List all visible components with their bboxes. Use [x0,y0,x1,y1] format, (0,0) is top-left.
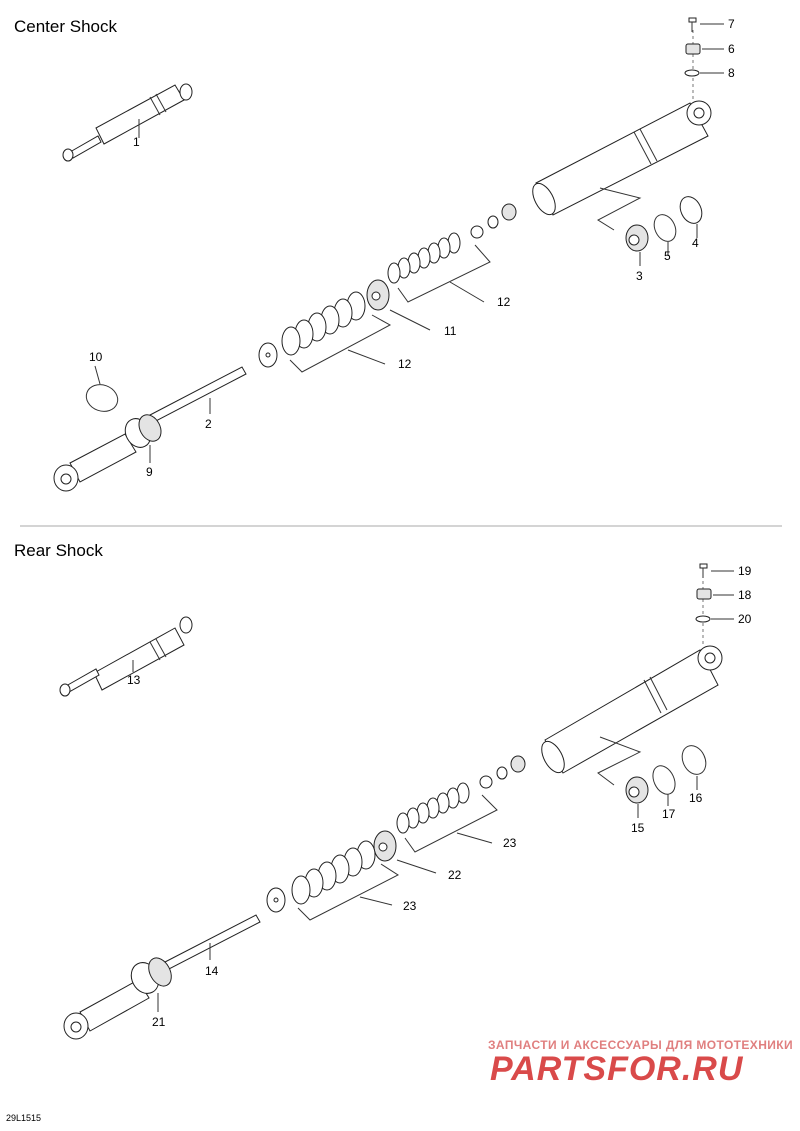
callout-6: 6 [728,42,735,56]
callout-10: 10 [89,350,103,364]
part-23-spring-upper [396,782,470,834]
part-17-ring [652,765,676,795]
callout-12b: 12 [398,357,412,371]
part-6-nut [685,43,701,55]
part-9-seal-head [124,414,162,448]
watermark-logo: PARTSFOR.RU [490,1050,744,1088]
callout-16: 16 [689,791,703,805]
assembled-shock-small-center [62,83,193,162]
diagram-code: 29L1515 [6,1113,42,1123]
callout-17: 17 [662,807,676,821]
callout-5: 5 [664,249,671,263]
callout-1: 1 [133,135,140,149]
part-14-shaft [63,914,261,1040]
watermark-tagline: ЗАПЧАСТИ И АКСЕССУАРЫ ДЛЯ МОТОТЕХНИКИ [488,1038,794,1052]
callout-3: 3 [636,269,643,283]
callout-14: 14 [205,964,219,978]
shock-body-rear [541,645,723,774]
callout-13: 13 [127,673,141,687]
part-15-cap [625,776,649,804]
shock-body-center [532,100,712,216]
shaft-washer-rear [266,887,286,913]
callout-12a: 12 [497,295,511,309]
part-11-piston [366,279,390,311]
assembled-shock-small-rear [59,616,193,697]
part-19-screw [699,563,708,578]
part-4-disc [679,196,703,224]
callout-19: 19 [738,564,752,578]
part-3-cap [625,224,649,252]
callout-20: 20 [738,612,752,626]
part-20-washer [695,615,711,623]
shaft-washer-center [258,342,278,368]
callout-4: 4 [692,236,699,250]
part-22-piston [373,830,397,862]
callout-11: 11 [444,324,457,338]
callout-9: 9 [146,465,153,479]
part-10-ring [85,384,119,412]
callout-15: 15 [631,821,645,835]
part-12-spring-upper [387,232,461,284]
shaft-nut-washers-rear [479,755,526,789]
part-12-spring-lower [281,291,366,356]
part-5-ring [653,214,677,242]
callout-2: 2 [205,417,212,431]
part-8-washer [684,69,700,77]
callout-23a: 23 [503,836,517,850]
center-shock-title: Center Shock [14,17,117,36]
shaft-nut-washers-center [470,203,517,239]
callout-21: 21 [152,1015,166,1029]
part-21-seal-head [130,957,172,994]
part-16-oring [681,745,707,775]
callout-8: 8 [728,66,735,80]
callout-18: 18 [738,588,752,602]
callout-7: 7 [728,17,735,31]
rear-shock-title: Rear Shock [14,541,103,560]
callout-23b: 23 [403,899,417,913]
part-18-nut [696,588,712,600]
callout-22: 22 [448,868,462,882]
part-23-spring-lower [291,840,376,905]
part-7-screw [688,17,697,32]
part-2-shaft [53,366,247,492]
